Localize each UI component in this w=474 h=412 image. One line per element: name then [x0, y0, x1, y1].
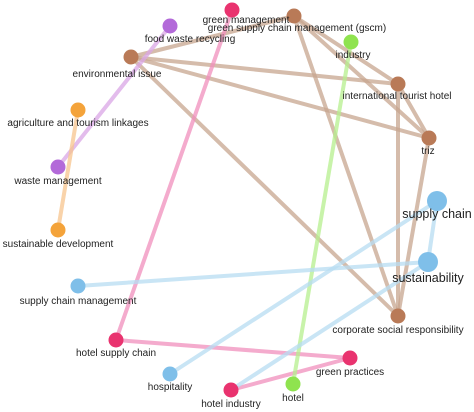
node-label-corporate-social-responsibility: corporate social responsibility	[332, 325, 463, 336]
edge-environmental-issue-corporate-social-responsibility	[129, 55, 400, 318]
node-label-hotel-supply-chain: hotel supply chain	[76, 348, 156, 359]
edge-supply-chain-hospitality	[168, 199, 439, 376]
node-environmental-issue[interactable]	[123, 49, 139, 65]
node-label-sustainability: sustainability	[392, 271, 464, 285]
node-agriculture-tourism[interactable]	[70, 102, 86, 118]
node-hotel[interactable]	[285, 376, 301, 392]
node-label-triz: triz	[421, 146, 434, 157]
node-hotel-supply-chain[interactable]	[108, 332, 124, 348]
node-label-agriculture-tourism: agriculture and tourism linkages	[7, 118, 148, 129]
node-food-waste-recycling[interactable]	[162, 18, 178, 34]
node-international-tourist-hotel[interactable]	[390, 76, 406, 92]
edges-layer	[56, 8, 439, 392]
node-label-gscm: green supply chain management (gscm)	[208, 23, 386, 34]
edge-gscm-environmental-issue	[129, 14, 296, 59]
node-sustainable-development[interactable]	[50, 222, 66, 238]
edge-industry-hotel	[291, 40, 353, 386]
node-label-hospitality: hospitality	[148, 382, 192, 393]
edge-green-management-hotel-supply-chain	[114, 8, 234, 342]
node-green-management[interactable]	[224, 2, 240, 18]
edge-environmental-issue-international-tourist-hotel	[129, 55, 400, 86]
node-label-hotel-industry: hotel industry	[201, 399, 260, 410]
node-supply-chain-management[interactable]	[70, 278, 86, 294]
edge-hotel-supply-chain-green-practices	[114, 338, 352, 360]
edge-sustainability-hotel-industry	[229, 260, 430, 392]
edge-gscm-triz	[292, 14, 431, 140]
nodes-layer	[50, 2, 447, 398]
node-label-waste-management: waste management	[13, 176, 101, 187]
node-green-practices[interactable]	[342, 350, 358, 366]
edge-environmental-issue-triz	[129, 55, 431, 140]
node-label-hotel: hotel	[282, 393, 304, 404]
node-label-sustainable-development: sustainable development	[3, 239, 114, 250]
node-supply-chain[interactable]	[427, 191, 447, 211]
node-waste-management[interactable]	[50, 159, 66, 175]
edge-international-tourist-hotel-triz	[396, 82, 431, 140]
node-label-green-management: green management	[203, 15, 290, 26]
node-corporate-social-responsibility[interactable]	[390, 308, 406, 324]
edge-triz-corporate-social-responsibility	[396, 136, 431, 318]
node-label-supply-chain-management: supply chain management	[20, 296, 137, 307]
node-label-supply-chain: supply chain	[402, 207, 472, 221]
node-gscm[interactable]	[286, 8, 302, 24]
edge-gscm-international-tourist-hotel	[292, 14, 400, 86]
edge-green-practices-hotel-industry	[229, 356, 352, 392]
node-label-food-waste-recycling: food waste recycling	[145, 34, 236, 45]
edge-supply-chain-sustainability	[426, 199, 439, 264]
node-hotel-industry[interactable]	[223, 382, 239, 398]
node-label-green-practices: green practices	[316, 367, 384, 378]
node-label-international-tourist-hotel: international tourist hotel	[343, 91, 452, 102]
node-sustainability[interactable]	[418, 252, 438, 272]
edge-agriculture-tourism-sustainable-development	[56, 108, 80, 232]
node-label-industry: industry	[335, 50, 370, 61]
edge-food-waste-recycling-waste-management	[56, 24, 172, 169]
node-hospitality[interactable]	[162, 366, 178, 382]
node-triz[interactable]	[421, 130, 437, 146]
node-label-environmental-issue: environmental issue	[73, 69, 162, 80]
edge-supply-chain-management-sustainability	[76, 260, 430, 288]
node-industry[interactable]	[343, 34, 359, 50]
